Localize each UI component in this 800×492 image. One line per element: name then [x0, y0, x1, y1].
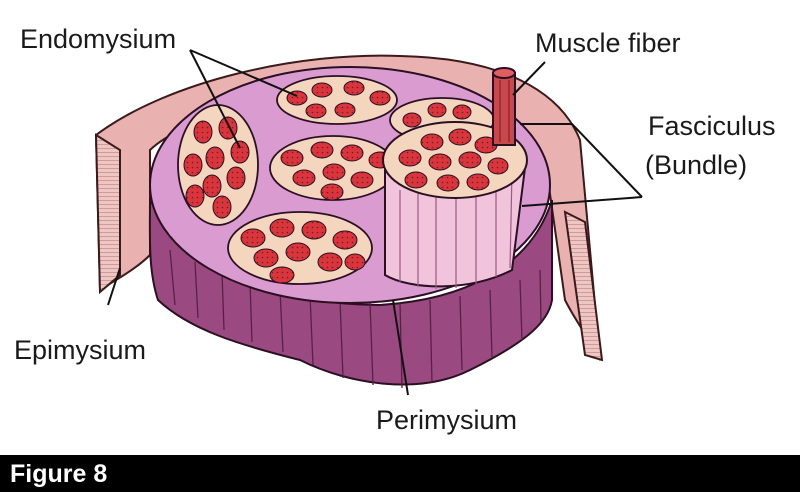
figure-caption: Figure 8 — [10, 460, 108, 488]
fascicle-top — [276, 75, 398, 125]
perimysium-label: Perimysium — [376, 405, 518, 435]
muscle-cross-section-illustration — [94, 49, 643, 396]
muscle-side-striations — [169, 249, 542, 389]
fasciculus-label: Fasciculus — [648, 111, 776, 141]
muscle-structure-diagram — [94, 49, 643, 396]
fascicle-left — [177, 104, 259, 226]
muscle-fiber-label: Muscle fiber — [535, 28, 681, 58]
bundle-label: (Bundle) — [645, 150, 748, 180]
fasciculus-bundle-column — [382, 121, 528, 289]
epimysium-left-edge — [94, 133, 121, 295]
endomysium-label: Endomysium — [20, 24, 177, 54]
fascicle-lower — [227, 211, 373, 285]
muscle-fiber-rod — [492, 67, 516, 146]
leader-lines — [107, 49, 643, 396]
epimysium-label: Epimysium — [14, 335, 147, 365]
fascicle-center — [269, 135, 397, 201]
epimysium-right-edge — [563, 210, 604, 362]
figure-caption-bar: Figure 8 — [0, 455, 800, 492]
